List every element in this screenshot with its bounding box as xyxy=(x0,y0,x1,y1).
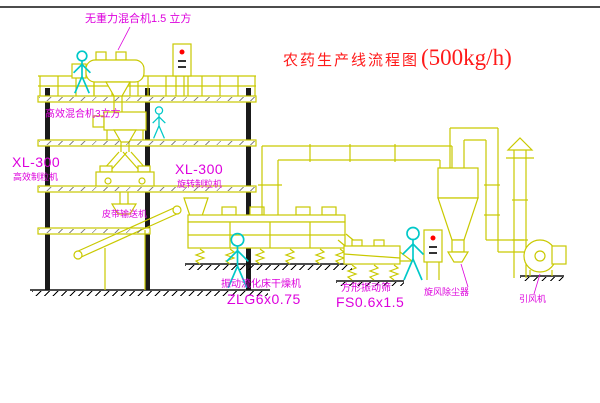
induced-draft-fan xyxy=(523,239,567,276)
label-sieve-name: 方形振动筛 xyxy=(341,283,391,294)
drawing-title-capacity: (500kg/h) xyxy=(421,45,512,70)
red-indicator-light xyxy=(430,235,436,241)
granulator xyxy=(95,165,155,215)
red-indicator-light xyxy=(179,49,185,55)
exhaust-duct xyxy=(258,144,453,215)
label-sieve-model: FS0.6x1.5 xyxy=(336,294,405,310)
slab-hatch xyxy=(39,229,149,233)
vibrating-sieve xyxy=(337,233,414,281)
cyclone-to-fan-pipe xyxy=(449,127,524,253)
label-granulator-left-model: XL-300 xyxy=(12,154,61,170)
sieve-base-hatch xyxy=(336,282,404,286)
belt-conveyor xyxy=(73,205,182,290)
label-dryer-name: 振动流化床干燥机 xyxy=(221,279,301,290)
fluid-bed-dryer xyxy=(183,197,346,265)
ground-hatch xyxy=(32,291,268,296)
label-granulator-left-name: 高效制粒机 xyxy=(13,172,59,182)
label-fan: 引风机 xyxy=(519,294,547,304)
slab-hatch xyxy=(39,141,255,145)
high-efficiency-mixer xyxy=(92,111,147,152)
label-dryer-model: ZLG6x0.75 xyxy=(227,291,301,307)
label-mixer-second: 高效混合机3立方 xyxy=(45,109,121,120)
label-gravity-mixer: 无重力混合机1.5 立方 xyxy=(85,13,192,25)
ground-lines xyxy=(30,263,564,291)
drawing-title: 农药生产线流程图 (500kg/h) xyxy=(283,45,512,71)
cyclone-separator xyxy=(437,167,479,263)
control-cabinet-1 xyxy=(172,43,192,96)
dryer-base-hatch xyxy=(185,265,352,270)
label-cyclone: 旋风除尘器 xyxy=(424,287,470,297)
control-cabinet-2 xyxy=(423,229,443,280)
slab-hatch xyxy=(39,187,255,191)
person-icon xyxy=(152,106,166,140)
gravity-mixer xyxy=(71,51,145,112)
drawing-title-text: 农药生产线流程图 xyxy=(283,52,420,69)
slab-hatch xyxy=(39,97,255,101)
label-belt-conveyor: 皮带输送机 xyxy=(102,209,148,219)
label-granulator-mid-name: 旋转制粒机 xyxy=(177,179,223,189)
label-granulator-mid-model: XL-300 xyxy=(175,161,224,177)
person-icon xyxy=(401,226,425,281)
fan-base-hatch xyxy=(520,277,564,281)
